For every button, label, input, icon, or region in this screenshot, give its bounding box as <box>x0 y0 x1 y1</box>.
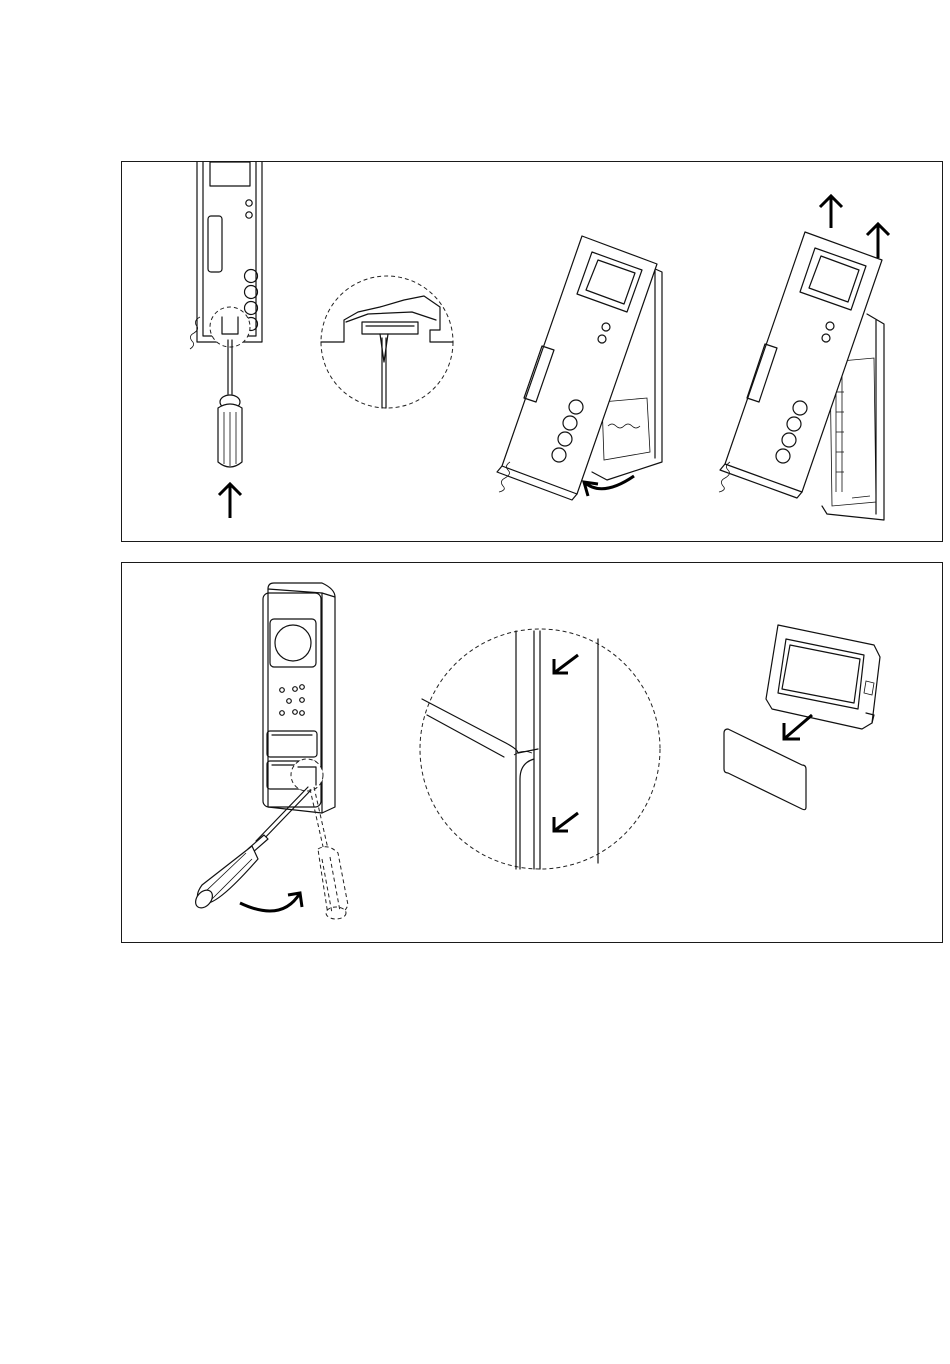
camera-window <box>270 619 316 667</box>
step-lift-panel <box>719 196 889 520</box>
curved-arrow-icon <box>240 893 302 911</box>
panel-remove-front-cover <box>121 161 943 542</box>
screwdriver-icon <box>192 787 311 911</box>
step-pry-with-screwdriver <box>192 583 348 919</box>
speaker-slot <box>208 216 222 272</box>
speaker-grille <box>280 685 305 716</box>
step-insert-screwdriver <box>190 162 262 518</box>
arrow-up-icon <box>820 196 842 228</box>
arrow-down-left-icon <box>784 715 812 739</box>
name-tag-frame <box>766 625 880 729</box>
magnifier-detail-circle <box>210 307 250 347</box>
panel-remove-front-cover-drawing <box>122 162 944 543</box>
panel-remove-name-tag-drawing <box>122 563 944 944</box>
screwdriver-icon <box>218 395 242 467</box>
camera-lens <box>275 625 311 661</box>
magnifier-detail-circle <box>291 759 323 791</box>
arrow-up-icon <box>867 224 889 258</box>
label-card <box>724 729 806 810</box>
panel-remove-name-tag <box>121 562 943 943</box>
arrow-up-icon <box>219 484 241 518</box>
step-detail-frame-edge <box>420 629 660 869</box>
step-remove-label-card <box>724 625 880 810</box>
step-tilt-panel <box>497 236 662 500</box>
step-detail-latch <box>321 276 453 408</box>
